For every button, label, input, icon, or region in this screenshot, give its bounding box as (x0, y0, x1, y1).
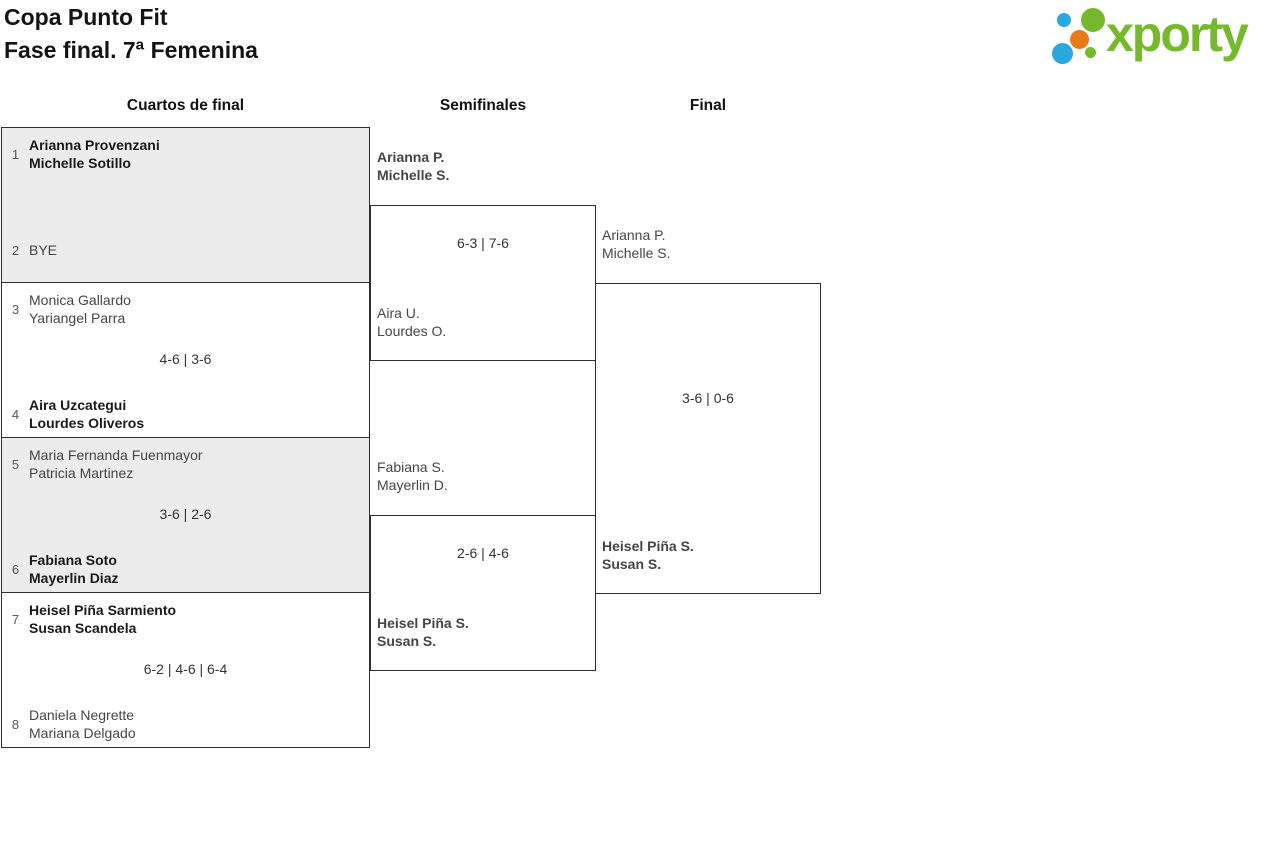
match-box-qf1: 1 Arianna Provenzani Michelle Sotillo 2 … (1, 127, 370, 283)
team-names: Heisel Piña S. Susan S. (602, 537, 694, 573)
tournament-name: Copa Punto Fit (4, 4, 168, 30)
player-name: Daniela Negrette (29, 707, 135, 723)
match-box-qf3: 5 Maria Fernanda Fuenmayor Patricia Mart… (1, 437, 370, 593)
player-name: Michelle Sotillo (29, 155, 131, 171)
team-slot: 4 Aira Uzcategui Lourdes Oliveros (2, 396, 144, 432)
team-slot: 5 Maria Fernanda Fuenmayor Patricia Mart… (2, 446, 203, 482)
player-name: Monica Gallardo (29, 292, 131, 308)
team-slot: 2 BYE (2, 241, 57, 259)
team-names: Heisel Piña S. Susan S. (377, 614, 469, 650)
player-name: Fabiana Soto (29, 552, 117, 568)
logo-dot-icon (1085, 47, 1096, 58)
match-score (2, 196, 369, 214)
logo-dot-icon (1070, 30, 1089, 49)
match-box-qf4: 7 Heisel Piña Sarmiento Susan Scandela 6… (1, 592, 370, 748)
player-name: Yariangel Parra (29, 310, 126, 326)
player-name: Patricia Martinez (29, 465, 134, 481)
match-score: 2-6 | 4-6 (457, 545, 509, 561)
player-name: Michelle S. (377, 167, 450, 183)
seed-number: 4 (11, 406, 20, 422)
seed-number: 2 (11, 242, 20, 258)
player-name: Michelle S. (602, 245, 671, 261)
player-name: Susan Scandela (29, 620, 137, 636)
match-box-final (595, 283, 821, 594)
logo-dot-icon (1052, 43, 1073, 64)
team-names: Arianna P. Michelle S. (377, 148, 449, 184)
player-name: Mayerlin D. (377, 477, 448, 493)
player-name: Heisel Piña S. (377, 615, 469, 631)
match-score: 4-6 | 3-6 (159, 351, 212, 367)
logo-dot-icon (1057, 13, 1071, 27)
team-names: Aira Uzcategui Lourdes Oliveros (29, 396, 144, 432)
match-score: 6-3 | 7-6 (457, 235, 509, 251)
seed-number: 3 (11, 301, 20, 317)
player-name: Mayerlin Diaz (29, 570, 119, 586)
seed-number: 1 (11, 146, 20, 162)
seed-number: 8 (11, 716, 20, 732)
player-name: Arianna Provenzani (29, 137, 160, 153)
team-slot: 6 Fabiana Soto Mayerlin Diaz (2, 551, 119, 587)
match-box-qf2: 3 Monica Gallardo Yariangel Parra 4-6 | … (1, 282, 370, 438)
column-header-final: Final (689, 97, 727, 114)
seed-number: 5 (11, 456, 20, 472)
player-name: Lourdes Oliveros (29, 415, 145, 431)
xporty-logo[interactable]: xporty (1050, 5, 1276, 67)
match-score: 3-6 | 0-6 (682, 390, 734, 406)
team-slot: 1 Arianna Provenzani Michelle Sotillo (2, 136, 160, 172)
player-name: Lourdes O. (377, 323, 447, 339)
logo-dot-icon (1081, 8, 1105, 32)
player-name: BYE (29, 242, 58, 258)
team-names: Monica Gallardo Yariangel Parra (29, 291, 131, 327)
player-name: Fabiana S. (377, 459, 445, 475)
team-names: Maria Fernanda Fuenmayor Patricia Martin… (29, 446, 203, 482)
brand-wordmark: xporty (1106, 6, 1249, 62)
team-names: Arianna Provenzani Michelle Sotillo (29, 136, 160, 172)
team-names: Arianna P. Michelle S. (602, 226, 670, 262)
player-name: Susan S. (377, 633, 437, 649)
player-name: Susan S. (602, 556, 662, 572)
player-name: Heisel Piña S. (602, 538, 694, 554)
phase-category: Fase final. 7ª Femenina (4, 37, 258, 63)
player-name: Arianna P. (377, 149, 445, 165)
player-name: Mariana Delgado (29, 725, 136, 741)
column-header-semifinals: Semifinales (439, 97, 527, 114)
seed-number: 6 (11, 561, 20, 577)
team-names: Fabiana S. Mayerlin D. (377, 458, 448, 494)
player-name: Heisel Piña Sarmiento (29, 602, 177, 618)
seed-number: 7 (11, 611, 20, 627)
team-names: Heisel Piña Sarmiento Susan Scandela (29, 601, 176, 637)
team-names: Daniela Negrette Mariana Delgado (29, 706, 136, 742)
team-names: BYE (29, 241, 57, 259)
match-score: 6-2 | 4-6 | 6-4 (143, 661, 228, 677)
team-names: Aira U. Lourdes O. (377, 304, 446, 340)
team-slot: 7 Heisel Piña Sarmiento Susan Scandela (2, 601, 176, 637)
player-name: Maria Fernanda Fuenmayor (29, 447, 203, 463)
page-title: Copa Punto Fit Fase final. 7ª Femenina (4, 1, 258, 67)
match-score: 3-6 | 2-6 (159, 506, 212, 522)
team-slot: 8 Daniela Negrette Mariana Delgado (2, 706, 136, 742)
team-names: Fabiana Soto Mayerlin Diaz (29, 551, 118, 587)
player-name: Arianna P. (602, 227, 666, 243)
column-header-quarterfinals: Cuartos de final (126, 97, 245, 114)
player-name: Aira Uzcategui (29, 397, 127, 413)
team-slot: 3 Monica Gallardo Yariangel Parra (2, 291, 131, 327)
player-name: Aira U. (377, 305, 420, 321)
